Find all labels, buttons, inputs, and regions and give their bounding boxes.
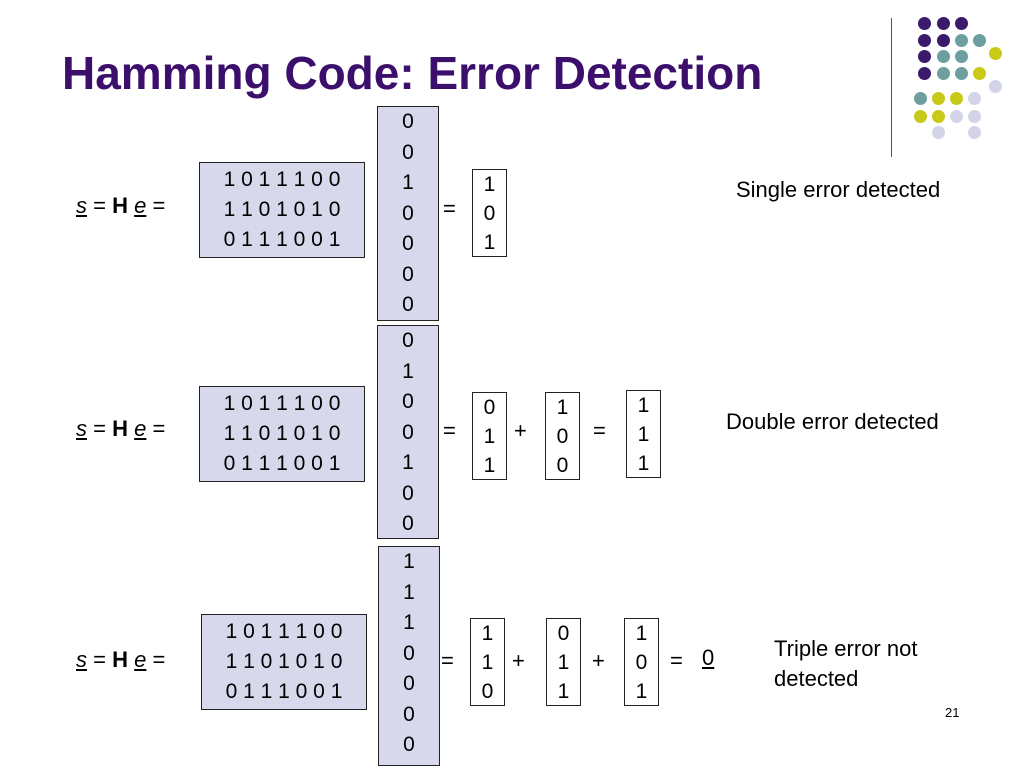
decorative-divider bbox=[891, 18, 892, 157]
decorative-dot bbox=[955, 34, 968, 47]
decorative-dot bbox=[918, 34, 931, 47]
equation-row-2: s = H e = bbox=[76, 416, 166, 441]
decorative-dot bbox=[973, 67, 986, 80]
result-label: Single error detected bbox=[736, 177, 941, 202]
zero-syndrome: 0 bbox=[702, 645, 715, 670]
decorative-dot bbox=[968, 126, 981, 139]
equals-sign: = bbox=[593, 418, 606, 443]
equation-row-3: s = H e = bbox=[76, 647, 166, 672]
decorative-dot bbox=[932, 110, 945, 123]
plus-sign: + bbox=[512, 648, 525, 673]
decorative-dot bbox=[914, 92, 927, 105]
decorative-dot bbox=[932, 126, 945, 139]
result-label: Double error detected bbox=[726, 409, 939, 434]
slide-title: Hamming Code: Error Detection bbox=[62, 47, 763, 99]
decorative-dot bbox=[937, 67, 950, 80]
equation-row-1: s = H e = bbox=[76, 193, 166, 218]
decorative-dot bbox=[932, 92, 945, 105]
decorative-dot bbox=[989, 47, 1002, 60]
decorative-dot bbox=[918, 50, 931, 63]
decorative-dot bbox=[973, 34, 986, 47]
decorative-dot bbox=[955, 17, 968, 30]
decorative-dot bbox=[989, 80, 1002, 93]
decorative-dot bbox=[918, 67, 931, 80]
decorative-dot bbox=[937, 34, 950, 47]
decorative-dot bbox=[914, 110, 927, 123]
decorative-dot bbox=[937, 17, 950, 30]
decorative-dot bbox=[918, 17, 931, 30]
page-number: 21 bbox=[945, 705, 960, 720]
decorative-dot bbox=[968, 110, 981, 123]
decorative-dot bbox=[950, 110, 963, 123]
equals-sign: = bbox=[443, 418, 456, 443]
equals-sign: = bbox=[441, 648, 454, 673]
equals-sign: = bbox=[443, 196, 456, 221]
plus-sign: + bbox=[514, 418, 527, 443]
equals-sign: = bbox=[670, 648, 683, 673]
decorative-dot bbox=[937, 50, 950, 63]
decorative-dot bbox=[950, 92, 963, 105]
decorative-dot bbox=[955, 67, 968, 80]
decorative-dot bbox=[955, 50, 968, 63]
decorative-dot bbox=[968, 92, 981, 105]
plus-sign: + bbox=[592, 648, 605, 673]
